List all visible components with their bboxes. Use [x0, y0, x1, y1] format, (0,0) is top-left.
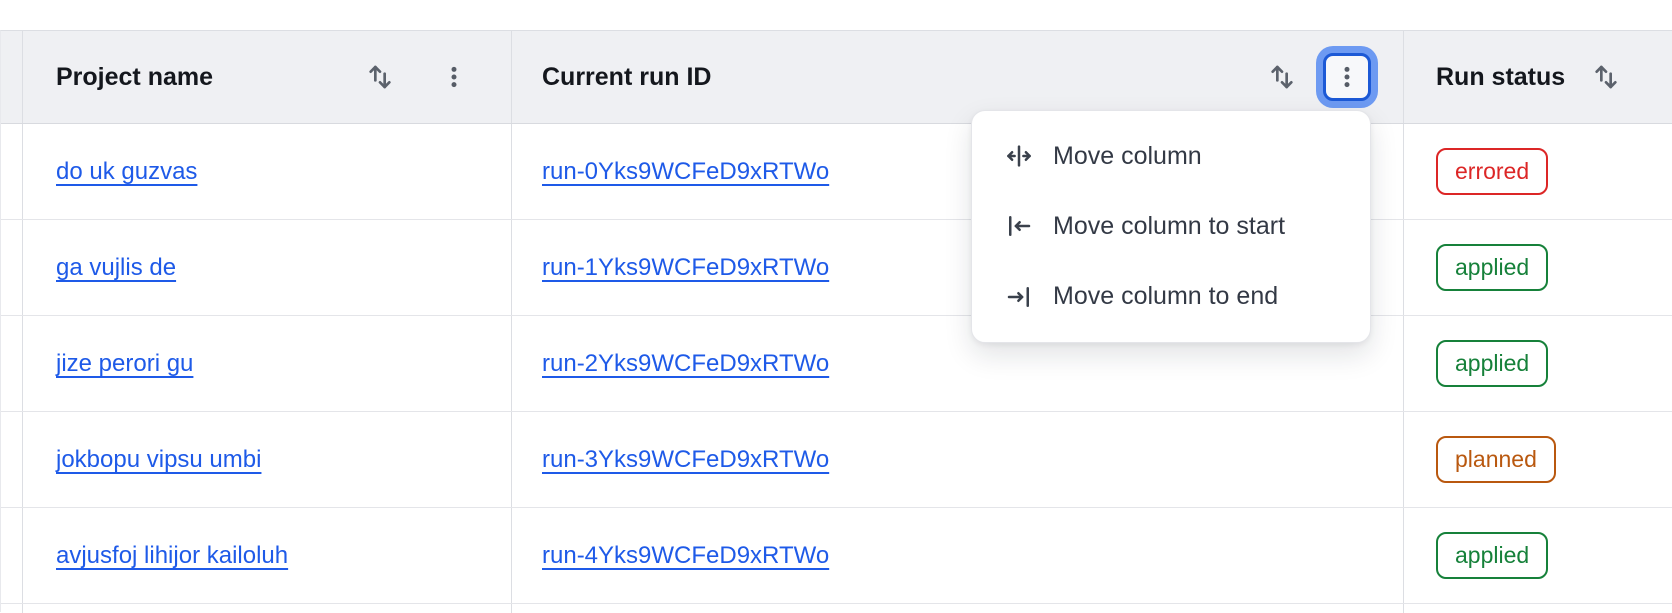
status-badge: planned [1436, 436, 1556, 483]
column-label: Current run ID [542, 62, 712, 91]
gutter-cell [1, 316, 23, 411]
sort-arrows-icon [1266, 61, 1298, 93]
column-label: Project name [56, 62, 214, 91]
menu-item-label: Move column [1053, 141, 1202, 170]
project-link[interactable]: avjusfoj lihijor kailoluh [56, 541, 289, 569]
table-row: do uk guzvas run-0Yks9WCFeD9xRTWo errore… [1, 124, 1672, 220]
run-id-link[interactable]: run-4Yks9WCFeD9xRTWo [542, 541, 830, 569]
sort-button[interactable] [1589, 60, 1623, 94]
run-id-link[interactable]: run-1Yks9WCFeD9xRTWo [542, 253, 830, 281]
kebab-icon [441, 64, 467, 90]
column-header-current-run-id: Current run ID [512, 31, 1404, 123]
table-row: jokbopu vipsu umbi run-3Yks9WCFeD9xRTWo … [1, 412, 1672, 508]
menu-item-label: Move column to start [1053, 211, 1286, 240]
table-row: ga vujlis de run-1Yks9WCFeD9xRTWo applie… [1, 220, 1672, 316]
status-badge: errored [1436, 148, 1549, 195]
table-row: jize perori gu run-2Yks9WCFeD9xRTWo appl… [1, 316, 1672, 412]
column-menu-button-active[interactable] [1323, 53, 1371, 101]
table-header-row: Project name Current run ID Run status [1, 31, 1672, 124]
run-id-link[interactable]: run-0Yks9WCFeD9xRTWo [542, 157, 830, 185]
sort-arrows-icon [364, 61, 396, 93]
run-id-link[interactable]: run-3Yks9WCFeD9xRTWo [542, 445, 830, 473]
move-column-to-end-icon [1004, 282, 1034, 312]
sort-button[interactable] [1265, 60, 1299, 94]
gutter-cell [1, 31, 23, 123]
gutter-cell [1, 412, 23, 507]
menu-item-label: Move column to end [1053, 282, 1279, 311]
gutter-cell [1, 604, 23, 613]
sort-arrows-icon [1590, 61, 1622, 93]
move-column-to-start-icon [1004, 211, 1034, 241]
menu-item-move-column-to-end[interactable]: Move column to end [972, 262, 1370, 332]
gutter-cell [1, 220, 23, 315]
project-link[interactable]: ga vujlis de [56, 253, 177, 281]
column-label: Run status [1436, 62, 1566, 91]
column-header-project-name: Project name [23, 31, 512, 123]
status-badge: applied [1436, 244, 1549, 291]
project-link[interactable]: do uk guzvas [56, 157, 198, 185]
runs-table: Project name Current run ID Run status [0, 30, 1672, 613]
project-link[interactable]: jokbopu vipsu umbi [56, 445, 262, 473]
kebab-icon [1334, 64, 1360, 90]
sort-button[interactable] [363, 60, 397, 94]
table-row-partial [1, 604, 1672, 613]
status-badge: applied [1436, 340, 1549, 387]
table-row: avjusfoj lihijor kailoluh run-4Yks9WCFeD… [1, 508, 1672, 604]
gutter-cell [1, 508, 23, 603]
column-menu-button[interactable] [437, 60, 471, 94]
menu-item-move-column[interactable]: Move column [972, 121, 1370, 191]
menu-item-move-column-to-start[interactable]: Move column to start [972, 191, 1370, 261]
status-badge: applied [1436, 532, 1549, 579]
move-column-icon [1004, 141, 1034, 171]
column-header-run-status: Run status [1404, 31, 1672, 123]
gutter-cell [1, 124, 23, 219]
column-menu-dropdown: Move column Move column to start Move co… [971, 110, 1371, 343]
run-id-link[interactable]: run-2Yks9WCFeD9xRTWo [542, 349, 830, 377]
project-link[interactable]: jize perori gu [56, 349, 194, 377]
